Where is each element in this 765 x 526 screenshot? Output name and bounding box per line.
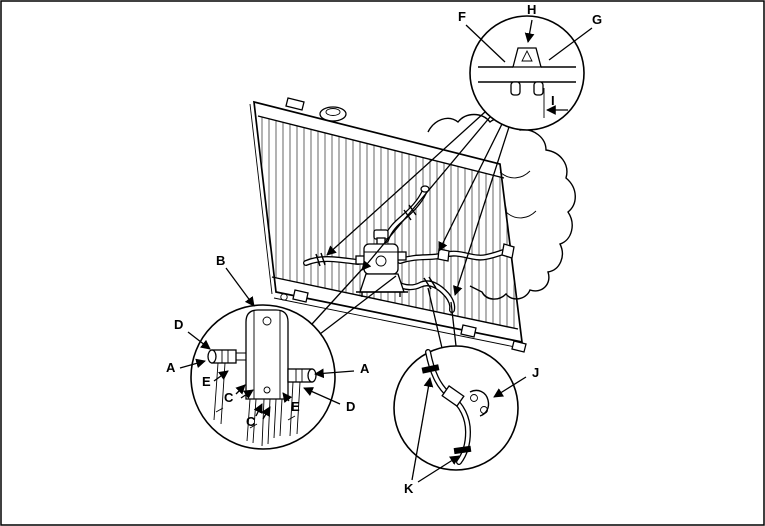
engine-rib: [505, 210, 537, 219]
hose-clamp-mark: [421, 364, 440, 374]
valve-tubes: [213, 362, 301, 447]
label-C: C: [224, 390, 234, 405]
valve-port-circle: [375, 255, 387, 267]
magnifier-leader: [427, 287, 443, 349]
radiator-top-tab: [285, 97, 305, 111]
label-F: F: [458, 9, 466, 24]
label-A-arrow: [314, 368, 355, 379]
clip-loop: [470, 394, 478, 402]
pointer-arrow: [438, 123, 503, 252]
label-C-arrow: [261, 406, 271, 420]
clamp-tab-pointer: [521, 49, 533, 62]
label-J: J: [532, 365, 539, 380]
clip-loop: [480, 406, 488, 414]
magnifier-leader: [450, 301, 457, 347]
hose-clamp-ticks: [423, 276, 437, 290]
right-hose: [398, 248, 511, 263]
hose-end-connector: [501, 243, 515, 259]
bracket-bolt-hole: [262, 316, 272, 326]
pointer-arrow: [326, 111, 486, 256]
label-D-arrow: [303, 387, 341, 405]
radiator-bottom-edge-line: [273, 297, 521, 349]
hose-connector: [441, 385, 465, 407]
mount-bracket: [245, 309, 289, 400]
magnifier-leader: [311, 265, 366, 325]
clamp-leg: [510, 81, 521, 96]
radiator-core-fins: [258, 116, 518, 329]
pointer-arrow: [361, 116, 491, 271]
radiator-bottom-tank-line: [271, 276, 519, 330]
label-C-arrow: [240, 389, 254, 399]
bracket-bolt-hole: [263, 386, 271, 394]
hose-clip-detail-callout: J K: [393, 287, 539, 496]
label-H-arrow: [524, 19, 535, 43]
label-B-arrow: [225, 267, 255, 307]
engine-block: [427, 113, 576, 300]
label-E: E: [291, 399, 300, 414]
label-A-arrow: [179, 358, 206, 369]
radiator-foot: [292, 289, 309, 303]
label-J-arrow: [493, 376, 527, 398]
label-D-arrow: [187, 331, 211, 350]
valve-body: [363, 243, 399, 275]
left-fitting-end: [207, 349, 217, 364]
label-B: B: [216, 253, 225, 268]
magnifier-leader: [319, 275, 397, 335]
engine-outline: [427, 113, 576, 300]
radiator-foot: [460, 324, 477, 338]
hose-clamp-ticks: [315, 252, 326, 267]
clamp-detail-callout: F H G I: [458, 2, 602, 131]
right-fitting-detail: [295, 369, 303, 382]
pointer-arrow: [453, 126, 510, 296]
label-E: E: [202, 374, 211, 389]
radiator-left-edge-line: [249, 103, 273, 295]
label-D: D: [174, 317, 183, 332]
label-A: A: [166, 360, 176, 375]
label-C: C: [246, 414, 256, 429]
bracket-inner-lines: [253, 310, 281, 399]
label-E-arrow: [213, 370, 229, 382]
left-hose: [304, 257, 360, 265]
label-H: H: [527, 2, 536, 17]
label-D: D: [346, 399, 355, 414]
upper-hose: [384, 188, 427, 242]
label-C-arrow: [235, 384, 246, 395]
clamp-tab: [512, 47, 542, 68]
hose-clamp-mark: [453, 445, 472, 455]
radiator-foot: [511, 340, 527, 353]
label-K: K: [404, 481, 414, 496]
hose-clip-detail-circle: [393, 345, 519, 471]
label-K-arrow: [411, 377, 434, 481]
radiator-drain-plug: [280, 293, 288, 301]
radiator-cap-inner: [325, 108, 341, 116]
engine-rib: [499, 170, 531, 179]
left-fitting-detail: [221, 350, 246, 363]
radiator-top-tank-line: [257, 115, 505, 179]
clamp-leg: [533, 81, 544, 96]
radiator: [249, 97, 527, 353]
label-K-arrow: [417, 455, 460, 483]
label-G-leader: [548, 27, 593, 61]
label-G: G: [592, 12, 602, 27]
label-I: I: [551, 93, 555, 108]
label-C-arrow: [253, 403, 263, 417]
clamp-detail-circle: [469, 15, 585, 131]
callout-pointer-arrows: [326, 111, 510, 296]
label-F-leader: [465, 24, 506, 63]
right-fitting-end: [307, 368, 317, 383]
valve-detail-callout: B D A E C C E D A: [166, 253, 397, 450]
label-E-arrow: [282, 392, 293, 403]
hose-assembly: [303, 185, 515, 313]
valve-bracket-base: [356, 291, 408, 297]
label-A: A: [360, 361, 370, 376]
valve-bracket: [359, 273, 405, 293]
